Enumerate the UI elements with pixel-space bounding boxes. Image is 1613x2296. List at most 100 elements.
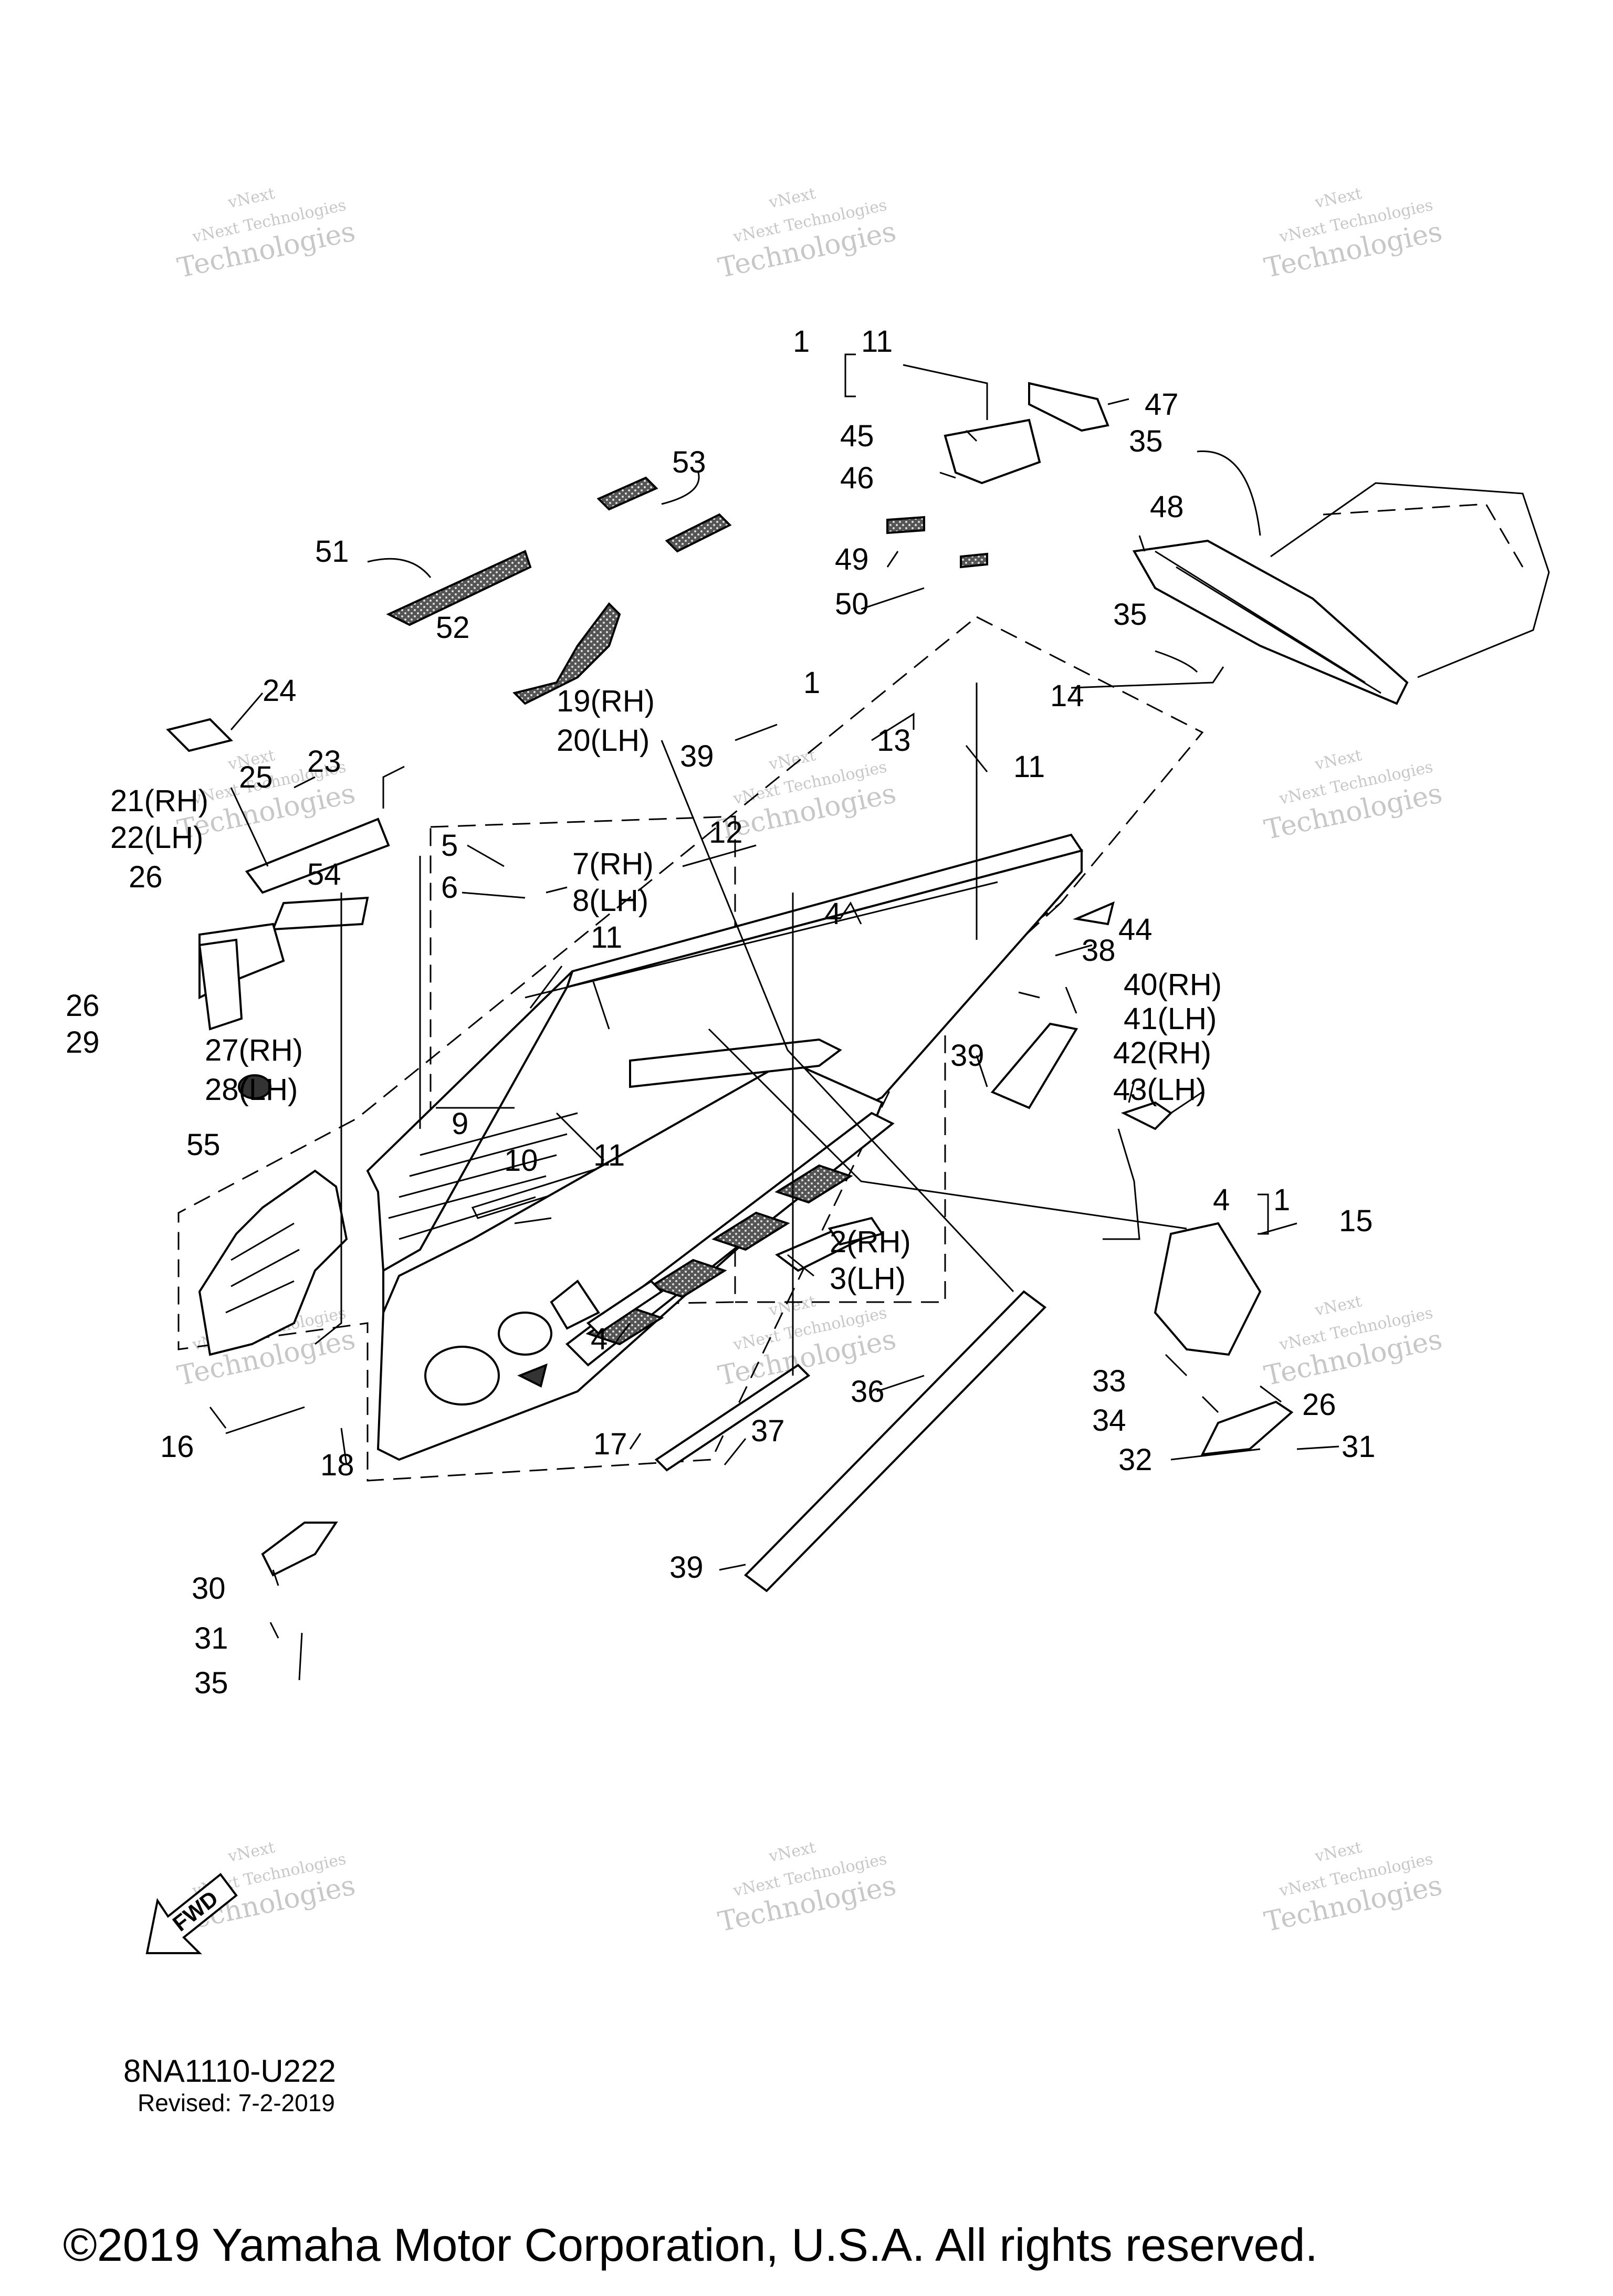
callout-26: 26 xyxy=(1302,1388,1336,1422)
callout-32: 32 xyxy=(1118,1443,1153,1477)
diagram-code: 8NA1110-U222 xyxy=(123,2053,336,2089)
callout-39: 39 xyxy=(950,1039,984,1073)
side-panel xyxy=(376,1059,884,1461)
copyright-notice: ©2019 Yamaha Motor Corporation, U.S.A. A… xyxy=(63,2219,1318,2271)
callout-28-lh: 28(LH) xyxy=(205,1073,298,1107)
callout-33: 33 xyxy=(1092,1364,1126,1398)
watermark: vNext vNext Technologies Technologies xyxy=(716,184,899,284)
running-board xyxy=(565,1038,895,1367)
callout-25: 25 xyxy=(239,760,273,794)
callout-27-rh: 27(RH) xyxy=(205,1033,303,1067)
callout-8-lh: 8(LH) xyxy=(572,884,648,918)
revision-date: Revised: 7-2-2019 xyxy=(138,2089,335,2116)
front-bulkhead xyxy=(198,1169,348,1356)
callout-14: 14 xyxy=(1050,679,1084,713)
watermark: vNext vNext Technologies Technologies xyxy=(1262,184,1445,284)
callout-29: 29 xyxy=(66,1025,100,1060)
callout-9: 9 xyxy=(452,1107,468,1141)
watermark: vNext vNext Technologies Technologies xyxy=(716,1838,899,1938)
callout-42-rh: 42(RH) xyxy=(1113,1036,1211,1070)
callout-7-rh: 7(RH) xyxy=(572,847,654,881)
callout-13: 13 xyxy=(877,724,911,758)
front-footrest xyxy=(261,1522,338,1577)
callout-38: 38 xyxy=(1082,934,1116,968)
callout-3-lh: 3(LH) xyxy=(830,1262,906,1296)
svg-text:vNext: vNext xyxy=(1313,1292,1363,1320)
callout-35: 35 xyxy=(1113,597,1147,632)
svg-text:vNext: vNext xyxy=(1313,1838,1363,1866)
callout-43-lh: 43(LH) xyxy=(1113,1073,1206,1107)
callout-4: 4 xyxy=(1213,1183,1230,1217)
callout-39: 39 xyxy=(680,739,714,773)
callout-50: 50 xyxy=(835,587,869,621)
watermark: vNext vNext Technologies Technologies xyxy=(1262,1838,1445,1938)
callout-16: 16 xyxy=(160,1430,194,1464)
callout-51: 51 xyxy=(315,534,349,569)
callout-49: 49 xyxy=(835,542,869,576)
right-footrest xyxy=(1154,1222,1294,1456)
callout-39: 39 xyxy=(669,1550,704,1585)
callout-30: 30 xyxy=(192,1571,226,1606)
callout-2-rh: 2(RH) xyxy=(830,1225,911,1259)
watermark: vNext vNext Technologies Technologies xyxy=(175,184,358,284)
callout-1: 1 xyxy=(1273,1183,1290,1217)
bumper xyxy=(654,1290,1047,1592)
footrest-brace xyxy=(775,1217,884,1272)
callout-41-lh: 41(LH) xyxy=(1124,1002,1217,1036)
callout-18: 18 xyxy=(320,1448,354,1482)
assembly-boxes xyxy=(177,616,1204,1482)
callout-11: 11 xyxy=(1013,750,1045,784)
callout-31: 31 xyxy=(1342,1430,1376,1464)
callout-15: 15 xyxy=(1339,1204,1373,1238)
callout-4: 4 xyxy=(824,897,841,931)
watermark: vNext vNext Technologies Technologies xyxy=(1262,1292,1445,1392)
callout-26: 26 xyxy=(129,860,163,894)
rear-bracket-assembly xyxy=(944,382,1550,705)
watermark: vNext vNext Technologies Technologies xyxy=(1262,746,1445,846)
callout-21-rh: 21(RH) xyxy=(110,784,208,818)
callout-44: 44 xyxy=(1118,913,1153,947)
floor-mats xyxy=(386,476,988,705)
callout-24: 24 xyxy=(263,674,297,708)
svg-text:vNext: vNext xyxy=(1313,184,1363,212)
callout-46: 46 xyxy=(840,461,874,495)
callout-40-rh: 40(RH) xyxy=(1124,968,1222,1002)
callout-11: 11 xyxy=(593,1138,625,1172)
svg-text:vNext: vNext xyxy=(226,184,276,212)
callout-20-lh: 20(LH) xyxy=(557,724,650,758)
callout-1: 1 xyxy=(803,666,820,700)
callout-31: 31 xyxy=(194,1621,228,1655)
leader-lines xyxy=(209,364,1339,1681)
svg-text:vNext: vNext xyxy=(1313,746,1363,774)
callout-4: 4 xyxy=(591,1322,608,1356)
callout-6: 6 xyxy=(441,871,458,905)
right-side-parts xyxy=(990,901,1173,1240)
bracket-marks xyxy=(844,353,1269,1235)
svg-text:vNext: vNext xyxy=(226,1838,276,1866)
callout-37: 37 xyxy=(751,1414,785,1448)
left-side-parts xyxy=(166,718,390,1099)
callouts: 1 11 47 45 35 46 48 53 51 49 50 35 52 24… xyxy=(66,324,1376,1700)
callout-35: 35 xyxy=(194,1666,228,1700)
callout-5: 5 xyxy=(441,829,458,863)
callout-12: 12 xyxy=(709,815,743,850)
callout-52: 52 xyxy=(436,611,470,645)
callout-19-rh: 19(RH) xyxy=(557,684,655,718)
callout-11: 11 xyxy=(591,920,622,955)
callout-53: 53 xyxy=(672,445,706,479)
svg-text:vNext: vNext xyxy=(767,184,817,212)
callout-1: 1 xyxy=(793,324,810,359)
svg-text:vNext: vNext xyxy=(767,1838,817,1866)
callout-17: 17 xyxy=(593,1427,627,1461)
callout-36: 36 xyxy=(851,1375,885,1409)
callout-34: 34 xyxy=(1092,1403,1126,1438)
callout-22-lh: 22(LH) xyxy=(110,821,203,855)
callout-11: 11 xyxy=(861,324,893,359)
callout-48: 48 xyxy=(1150,490,1184,524)
callout-23: 23 xyxy=(307,745,341,779)
callout-26: 26 xyxy=(66,989,100,1023)
callout-55: 55 xyxy=(186,1128,221,1162)
callout-10: 10 xyxy=(504,1144,538,1178)
callout-45: 45 xyxy=(840,419,874,453)
